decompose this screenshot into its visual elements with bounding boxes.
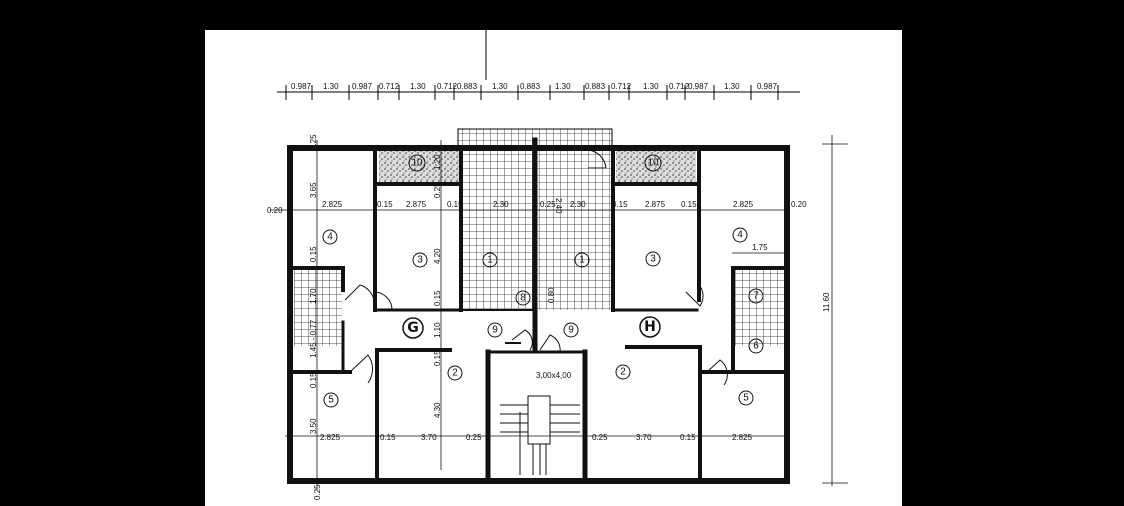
dim-label: 0.883 xyxy=(457,82,478,91)
dim-text: 0.80 xyxy=(547,287,556,303)
dimension-texts: 0.20 2.825 0.15 2.875 0.15 2.30 0.25 2.3… xyxy=(267,134,831,500)
dim-text: 0.15 xyxy=(309,246,318,262)
dim-text: 3.50 xyxy=(309,418,318,434)
room-bedroom-left: 3 xyxy=(417,255,423,266)
dim-text: 0.15 xyxy=(433,350,442,366)
dim-text: 0.15 xyxy=(309,372,318,388)
dim-label: 1.30 xyxy=(323,82,339,91)
room-kitchen-left: 1 xyxy=(487,255,493,266)
dim-text: 0.15 xyxy=(447,200,463,209)
dim-text: 2.825 xyxy=(732,433,753,442)
dim-text: 0.25 xyxy=(592,433,608,442)
dim-label: 1.30 xyxy=(555,82,571,91)
dim-label: 0.987 xyxy=(757,82,778,91)
dim-text: 2.825 xyxy=(320,433,341,442)
room-pantry: 8 xyxy=(520,293,526,304)
dim-label: 0.987 xyxy=(688,82,709,91)
dim-text: 0.15 xyxy=(377,200,393,209)
dim-label: 1.30 xyxy=(643,82,659,91)
dim-text: 1.75 xyxy=(752,243,768,252)
dim-text: 0.20 xyxy=(791,200,807,209)
room-hall-left: 9 xyxy=(492,325,498,336)
room-hall-right: 9 xyxy=(568,325,574,336)
dim-text: 2.825 xyxy=(322,200,343,209)
top-dimension-chain xyxy=(277,85,800,100)
dim-label: 0.883 xyxy=(520,82,541,91)
dim-text: 3.65 xyxy=(309,182,318,198)
staircase xyxy=(500,395,580,475)
dim-label: 0.712 xyxy=(379,82,400,91)
top-dimension-labels: 0.987 1.30 0.987 0.712 1.30 0.712 0.883 … xyxy=(291,82,778,91)
dim-label: 0.883 xyxy=(585,82,606,91)
dim-text: 3.70 xyxy=(636,433,652,442)
dim-label: 1.30 xyxy=(492,82,508,91)
room-5-right: 5 xyxy=(743,393,749,404)
dim-text: 2.875 xyxy=(645,200,666,209)
dim-text: 1.20 xyxy=(433,154,442,170)
dimension-lines xyxy=(270,135,848,490)
room-bedroom-right: 3 xyxy=(650,254,656,265)
room-5-left: 5 xyxy=(328,395,334,406)
dim-label: 0.987 xyxy=(352,82,373,91)
kitchen-right-floor xyxy=(537,150,612,310)
dim-text: 1.45 - 0.77 xyxy=(309,319,318,358)
dim-text: 2.30 xyxy=(493,200,509,209)
dim-text: 1.70 xyxy=(309,288,318,304)
dim-text: 3.70 xyxy=(421,433,437,442)
room-wc-right: 6 xyxy=(753,341,759,352)
dim-label: 0.712 xyxy=(611,82,632,91)
dim-text: 0.15 xyxy=(433,290,442,306)
room-labels xyxy=(322,154,764,408)
bathroom-right xyxy=(733,270,785,346)
room-living-left: 2 xyxy=(452,368,458,379)
room-kitchen-right: 1 xyxy=(579,255,585,266)
dim-label: 0.712 xyxy=(669,82,690,91)
dim-text: 0.15 xyxy=(680,433,696,442)
stair-size-label: 3,00x4,00 xyxy=(536,371,572,380)
dim-text: 0.20 xyxy=(267,206,283,215)
dim-text: 4.30 xyxy=(433,402,442,418)
door-swings xyxy=(344,149,728,386)
room-storage-left: 10 xyxy=(411,158,423,169)
dim-label: 1.30 xyxy=(410,82,426,91)
dim-text: 2.825 xyxy=(733,200,754,209)
room-living-right: 2 xyxy=(620,367,626,378)
dim-label: 0.712 xyxy=(437,82,458,91)
dim-text: 0.25 xyxy=(313,484,322,500)
dim-label: 1.30 xyxy=(724,82,740,91)
dim-text: 2.40 xyxy=(554,198,563,214)
dim-text: 0.15 xyxy=(612,200,628,209)
walls xyxy=(287,137,790,484)
dim-text: 0.25 xyxy=(466,433,482,442)
overall-depth-label: 11.60 xyxy=(822,292,831,312)
dim-text: 0.15 xyxy=(681,200,697,209)
dim-text: 2.30 xyxy=(570,200,586,209)
dim-text: 0.15 xyxy=(380,433,396,442)
dim-text: 4.20 xyxy=(433,248,442,264)
room-4-right: 4 xyxy=(737,230,743,241)
dim-text: 0.25 xyxy=(309,134,318,150)
apartment-g-label: G xyxy=(407,320,419,336)
room-bath-right: 7 xyxy=(753,291,759,302)
kitchen-left-floor xyxy=(462,150,533,310)
apartment-h-label: H xyxy=(644,319,656,335)
dim-text: 0.25 xyxy=(433,182,442,198)
dim-text: 0.25 xyxy=(540,200,556,209)
dim-text: 2.875 xyxy=(406,200,427,209)
bathroom-left xyxy=(294,270,342,346)
dim-text: 1.10 xyxy=(433,322,442,338)
room-storage-right: 10 xyxy=(647,158,659,169)
room-4-left: 4 xyxy=(327,232,333,243)
dim-label: 0.987 xyxy=(291,82,312,91)
